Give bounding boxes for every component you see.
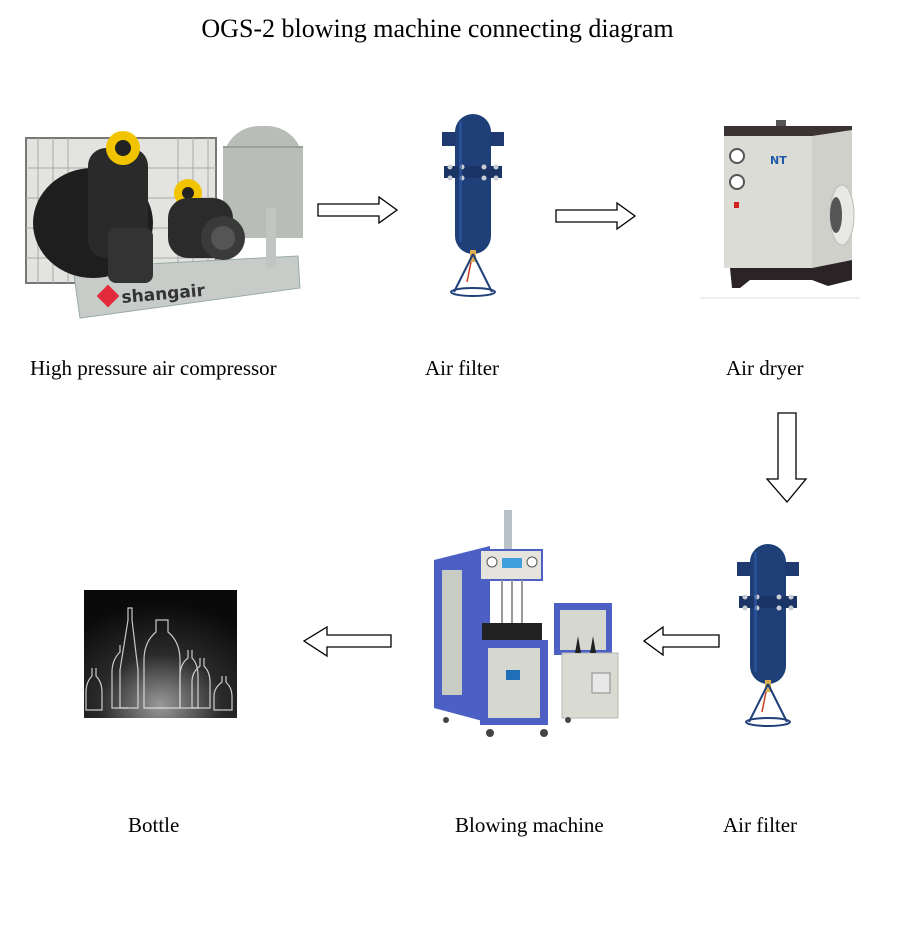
node-air-filter-2 [733,542,803,732]
label-air-compressor: High pressure air compressor [30,356,277,380]
blowing-machine-icon [434,510,619,737]
label-air-dryer: Air dryer [726,356,804,380]
arrow-compressor-to-filter [317,196,399,224]
label-air-filter-2: Air filter [723,813,798,837]
node-bottle [84,590,237,718]
node-air-compressor: shangair [18,108,313,328]
air-dryer-icon: NT [700,120,860,299]
node-blowing-machine [432,508,622,743]
arrow-dryer-to-filter [766,412,808,504]
air-compressor-icon: shangair [25,126,303,319]
node-air-dryer: NT [700,120,862,302]
node-air-filter-1 [438,112,508,302]
label-air-filter-1: Air filter [425,356,500,380]
air-filter-icon [442,114,504,297]
dryer-brand: NT [770,154,787,167]
label-bottle: Bottle [128,813,180,837]
bottles-icon [84,590,237,718]
diagram-title: OGS-2 blowing machine connecting diagram [201,14,674,43]
label-blowing-machine: Blowing machine [455,813,604,837]
arrow-filter-to-blower [643,626,720,656]
arrow-blower-to-bottle [303,626,392,658]
air-filter-icon [737,544,799,727]
arrow-filter-to-dryer [555,202,637,230]
